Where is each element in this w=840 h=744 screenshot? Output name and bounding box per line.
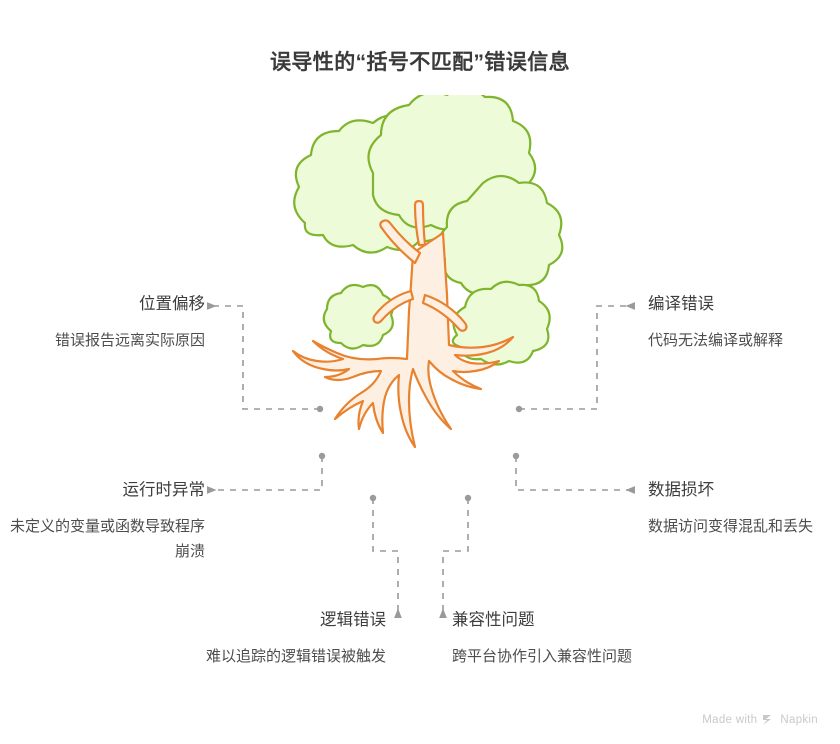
label-description: 跨平台协作引入兼容性问题 [452,648,633,665]
tree-illustration [291,95,564,449]
label-description: 未定义的变量或函数导致程序崩溃 [9,518,205,560]
label-compatibility-issue: 兼容性问题 跨平台协作引入兼容性问题 [452,608,642,669]
napkin-logo-icon [762,714,775,726]
watermark: Made with Napkin [702,714,818,726]
label-title: 编译错误 [648,295,714,313]
tree-canopy [293,95,564,366]
label-description: 代码无法编译或解释 [648,332,784,349]
watermark-prefix: Made with [702,714,758,726]
label-description: 错误报告远离实际原因 [54,332,205,349]
label-position-shift: 位置偏移 错误报告远离实际原因 [0,292,205,353]
label-description: 难以追踪的逻辑错误被触发 [205,648,386,665]
label-runtime-error: 运行时异常 未定义的变量或函数导致程序崩溃 [0,478,205,564]
label-data-corruption: 数据损坏 数据访问变得混乱和丢失 [648,478,840,539]
label-logic-error: 逻辑错误 难以追踪的逻辑错误被触发 [196,608,386,669]
label-title: 逻辑错误 [320,611,386,629]
label-title: 数据损坏 [648,481,714,499]
label-title: 位置偏移 [139,295,205,313]
label-title: 运行时异常 [122,481,206,499]
watermark-brand: Napkin [780,714,818,726]
label-description: 数据访问变得混乱和丢失 [648,518,814,535]
page-title: 误导性的“括号不匹配”错误信息 [270,51,570,74]
label-compile-error: 编译错误 代码无法编译或解释 [648,292,840,353]
label-title: 兼容性问题 [452,611,535,629]
